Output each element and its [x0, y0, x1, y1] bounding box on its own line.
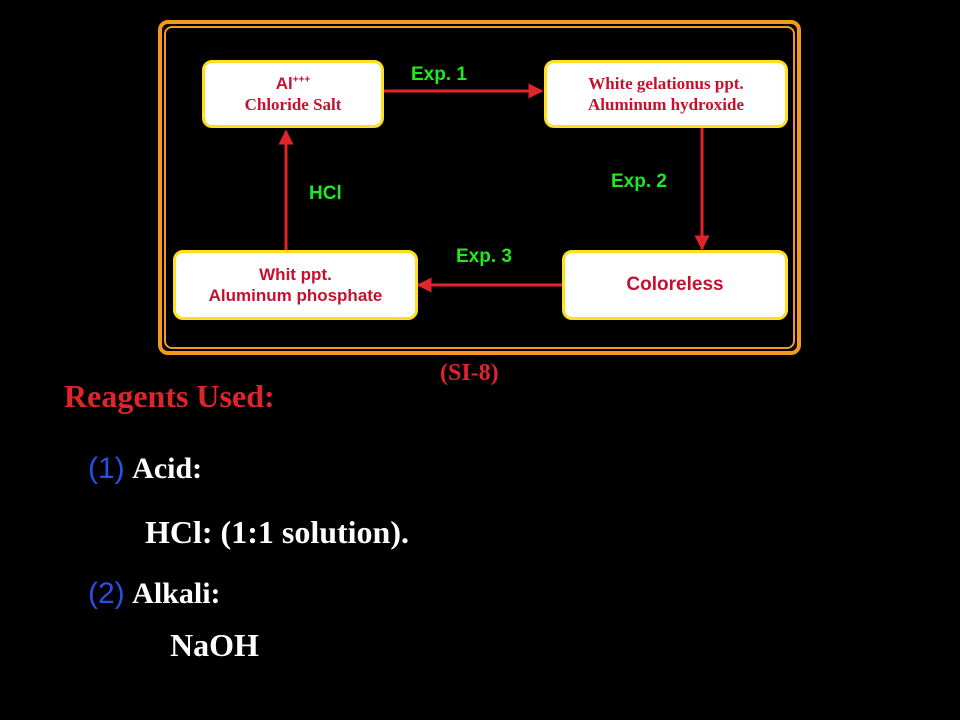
- reagent-number: (2): [88, 577, 125, 610]
- node-phosphate-line2: Aluminum phosphate: [208, 286, 383, 305]
- node-aluminum-phosphate: Whit ppt. Aluminum phosphate: [173, 250, 418, 320]
- diagram-frame-inner: [164, 26, 795, 349]
- node-aluminum-chloride-symbol: Al+++: [276, 73, 311, 94]
- node-aluminum-hydroxide: White gelationus ppt. Aluminum hydroxide: [544, 60, 788, 128]
- diagram-frame-outer: [158, 20, 801, 355]
- label-hcl: HCl: [309, 183, 342, 204]
- label-exp3: Exp. 3: [456, 246, 512, 267]
- node-aluminum-chloride-label: Chloride Salt: [244, 95, 342, 114]
- reagent-term: Acid:: [132, 452, 203, 485]
- node-hydroxide-line1: White gelationus ppt.: [588, 73, 744, 93]
- node-colorless-label: Coloreless: [626, 274, 724, 296]
- node-hydroxide-line2: Aluminum hydroxide: [587, 95, 745, 114]
- node-aluminum-chloride: Al+++ Chloride Salt: [202, 60, 384, 128]
- al-symbol: Al: [275, 73, 293, 93]
- reagent-term: Alkali:: [132, 577, 221, 610]
- reagent-detail-acid: HCl: (1:1 solution).: [145, 514, 409, 550]
- reagent-detail-alkali: NaOH: [170, 627, 259, 663]
- reagent-number: (1): [88, 452, 125, 485]
- node-phosphate-line1: Whit ppt.: [259, 264, 332, 284]
- reagent-item-alkali: (2) Alkali:: [88, 577, 221, 611]
- label-exp2: Exp. 2: [611, 171, 667, 192]
- label-exp1: Exp. 1: [411, 64, 467, 85]
- reagent-item-acid: (1) Acid:: [88, 452, 202, 486]
- diagram-caption: (SI-8): [440, 360, 499, 386]
- reagents-heading: Reagents Used:: [64, 378, 275, 414]
- al-charge: +++: [292, 74, 311, 86]
- node-colorless: Coloreless: [562, 250, 788, 320]
